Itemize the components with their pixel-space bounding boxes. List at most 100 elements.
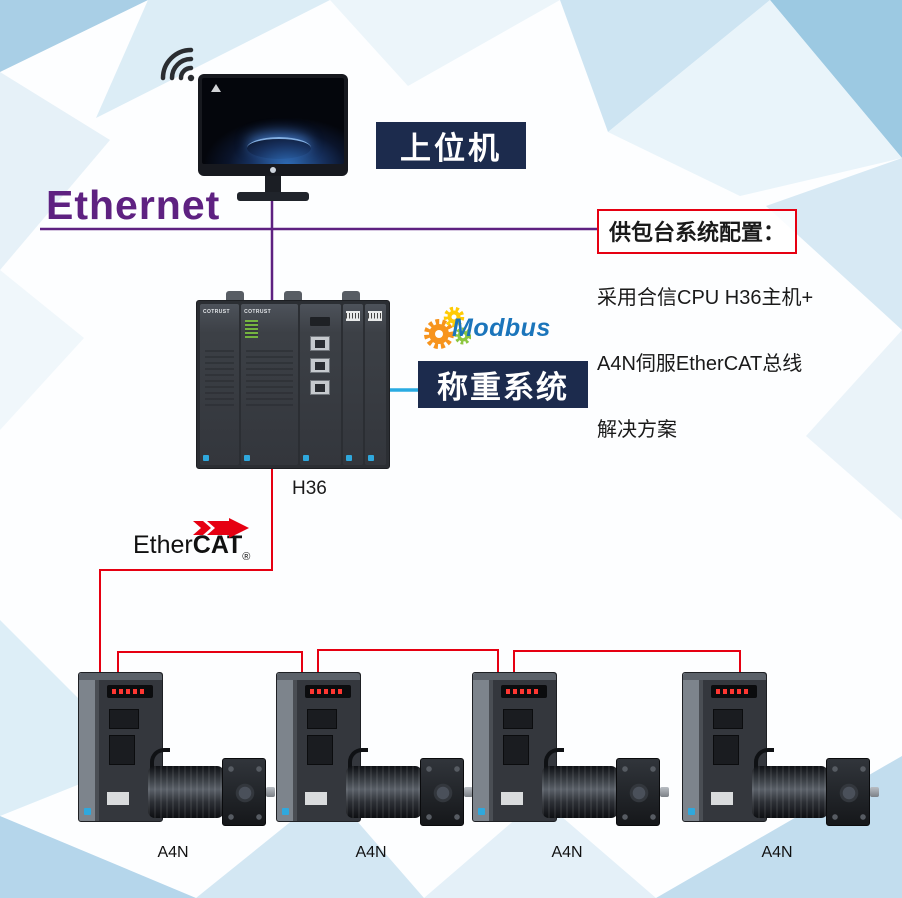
weighing-system-label: 称重系统	[418, 361, 588, 408]
motor-body	[346, 766, 422, 818]
ethercat-logo: EtherCAT®	[133, 518, 251, 563]
motor-shaft	[464, 787, 473, 797]
motor-cable	[544, 748, 564, 770]
plc-brand-text: COTRUST	[244, 309, 272, 315]
drive-info-chip	[282, 808, 289, 815]
plc-info-chip	[302, 455, 309, 461]
host-pc-label: 上位机	[376, 122, 526, 169]
drive-model-label: A4N	[551, 844, 583, 861]
drive-label-sticker	[711, 792, 733, 805]
drive-label-sticker	[107, 792, 129, 805]
info-panel: 供包台系统配置： 采用合信CPU H36主机+ A4N伺服EtherCAT总线 …	[597, 209, 877, 442]
plc-vent-grille	[246, 350, 293, 410]
plc-rack: COTRUST COTRUST	[196, 300, 390, 469]
plc-brand-text: COTRUST	[203, 309, 230, 315]
drive-label-sticker	[501, 792, 523, 805]
drive-top-panel	[683, 673, 766, 680]
drive-led-display	[501, 685, 547, 698]
modbus-gears-icon	[424, 306, 471, 349]
led-digits	[716, 689, 750, 694]
motor-body	[148, 766, 224, 818]
plc-info-chip	[203, 455, 209, 461]
ethercat-daisy-link-3	[513, 650, 741, 673]
modbus-logo: Modbus	[419, 302, 599, 354]
ethercat-trunk-line	[99, 464, 273, 673]
plc-info-chip	[368, 455, 375, 461]
servo-motor	[540, 748, 670, 838]
motor-cable	[150, 748, 170, 770]
plc-mount-tab	[342, 291, 360, 301]
ethernet-port	[309, 380, 330, 395]
module-barcode-sticker	[345, 311, 360, 321]
servo-motor	[750, 748, 880, 838]
motor-flange	[616, 758, 660, 826]
plc-info-chip	[244, 455, 251, 461]
motor-cable	[348, 748, 368, 770]
screen-planet-glow	[247, 137, 312, 159]
ethercat-wordmark-bold: CAT	[192, 531, 243, 559]
plc-mount-tab	[226, 291, 244, 301]
led-digits	[112, 689, 146, 694]
plc-led-block	[245, 320, 259, 338]
info-panel-line: 采用合信CPU H36主机+	[597, 287, 814, 309]
plc-vent-grille	[205, 350, 235, 410]
servo-unit-3: A4N	[472, 668, 672, 873]
plc-comm-module	[299, 304, 341, 465]
registered-mark: ®	[242, 551, 251, 563]
motor-cable	[754, 748, 774, 770]
motor-flange	[420, 758, 464, 826]
monitor-frame	[198, 74, 348, 176]
module-barcode-sticker	[368, 311, 383, 321]
drive-top-panel	[277, 673, 360, 680]
plc-expansion-module	[342, 304, 364, 465]
drive-connector	[713, 709, 743, 729]
drive-connector	[503, 735, 529, 765]
plc-h36: COTRUST COTRUST	[196, 291, 390, 469]
drive-connector	[503, 709, 533, 729]
wifi-signal-icon	[160, 47, 195, 82]
drive-connector	[713, 735, 739, 765]
drive-model-label: A4N	[761, 844, 793, 861]
monitor-stand-neck	[265, 176, 281, 192]
plc-cpu-module: COTRUST	[200, 304, 240, 465]
servo-motor	[344, 748, 474, 838]
ethernet-label: Ethernet	[46, 182, 221, 228]
led-digits	[506, 689, 540, 694]
info-panel-title: 供包台系统配置：	[597, 209, 798, 254]
drive-led-display	[107, 685, 153, 698]
drive-model-label: A4N	[157, 844, 189, 861]
drive-model-label: A4N	[355, 844, 387, 861]
info-panel-line: 解决方案	[597, 419, 677, 441]
drive-top-panel	[79, 673, 162, 680]
ethernet-port	[309, 336, 330, 351]
ethercat-wordmark-regular: Ether	[133, 531, 193, 559]
servo-unit-1: A4N	[78, 668, 278, 873]
plc-info-chip	[345, 455, 352, 461]
drive-info-chip	[84, 808, 91, 815]
plc-io-module: COTRUST	[241, 304, 298, 465]
ethercat-arrow-icon	[193, 518, 249, 538]
monitor-brand-logo	[211, 84, 221, 92]
plc-card-slot	[309, 317, 330, 326]
monitor-screen	[202, 78, 344, 164]
monitor-stand-base	[237, 192, 309, 201]
plc-expansion-module	[365, 304, 386, 465]
motor-body	[752, 766, 828, 818]
motor-flange	[222, 758, 266, 826]
ethernet-port	[309, 358, 330, 373]
ethercat-daisy-link-2	[317, 649, 499, 673]
servo-unit-2: A4N	[276, 668, 476, 873]
plc-model-label: H36	[292, 478, 327, 499]
motor-body	[542, 766, 618, 818]
motor-shaft	[266, 787, 275, 797]
drive-info-chip	[478, 808, 485, 815]
drive-led-display	[305, 685, 351, 698]
drive-label-sticker	[305, 792, 327, 805]
drive-connector	[109, 735, 135, 765]
drive-info-chip	[688, 808, 695, 815]
servo-unit-4: A4N	[682, 668, 882, 873]
plc-mount-tab	[284, 291, 302, 301]
drive-connector	[109, 709, 139, 729]
led-digits	[310, 689, 344, 694]
